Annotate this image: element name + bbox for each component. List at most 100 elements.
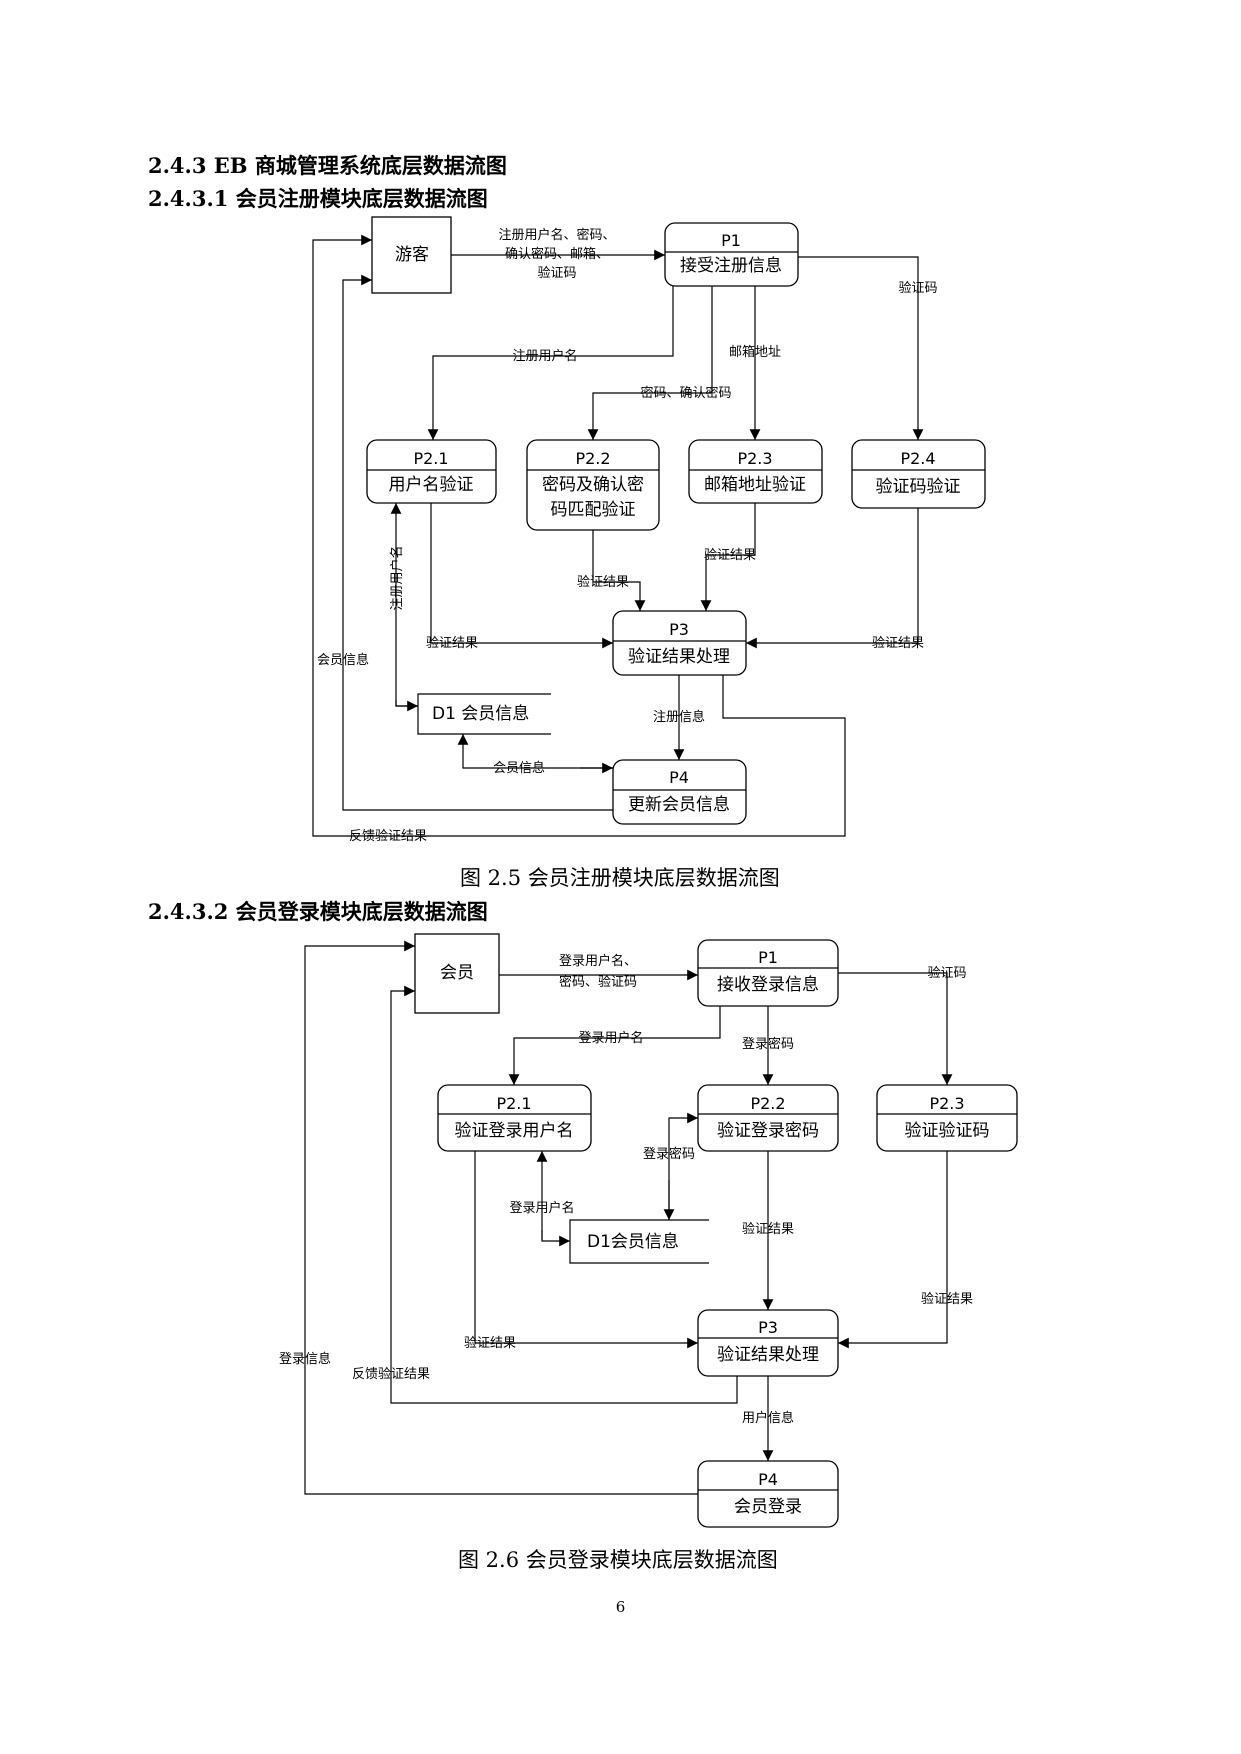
svg-text:验证结果: 验证结果: [704, 547, 756, 563]
svg-text:验证登录用户名: 验证登录用户名: [455, 1121, 574, 1141]
flow-p1-to-p2-3: 邮箱地址: [729, 286, 781, 440]
flow-p2-1-to-p3: 验证结果: [426, 503, 613, 651]
svg-text:验证结果: 验证结果: [577, 574, 629, 590]
flow-p1-to-p2-2: 登录密码: [742, 1006, 794, 1085]
flow-visitor-to-p1: 注册用户名、密码、 确认密码、邮箱、 验证码: [451, 227, 665, 281]
section-heading-2-4-3: 2.4.3 EB 商城管理系统底层数据流图: [148, 153, 507, 178]
entity-member: 会员: [414, 933, 500, 1014]
svg-text:登录用户名、: 登录用户名、: [559, 953, 637, 969]
svg-text:P3: P3: [669, 620, 689, 639]
svg-text:邮箱地址: 邮箱地址: [729, 344, 781, 360]
flow-p2-3-to-p3: 验证结果: [700, 503, 756, 611]
process-p3-result-handling: P3 验证结果处理: [697, 1309, 839, 1377]
diagram-member-login: 会员 P1 接收登录信息 P2.1 验证登录用户名 P2.2 验证登录密码 P2…: [279, 933, 1018, 1528]
svg-text:验证码: 验证码: [898, 280, 937, 296]
svg-text:注册信息: 注册信息: [653, 709, 705, 725]
section-heading-2-4-3-2: 2.4.3.2 会员登录模块底层数据流图: [148, 899, 488, 924]
svg-text:验证结果处理: 验证结果处理: [717, 1345, 819, 1365]
svg-text:D1 会员信息: D1 会员信息: [432, 704, 529, 724]
flow-feedback-to-visitor: 反馈验证结果: [312, 234, 846, 844]
svg-text:P2.1: P2.1: [496, 1094, 531, 1113]
svg-text:P2.2: P2.2: [575, 449, 610, 468]
svg-text:登录密码: 登录密码: [742, 1036, 794, 1052]
svg-text:验证码验证: 验证码验证: [876, 477, 961, 497]
svg-text:验证结果: 验证结果: [464, 1335, 516, 1351]
flow-p4-to-store: 会员信息: [457, 734, 613, 776]
flow-p4-to-visitor: 会员信息: [317, 274, 613, 811]
svg-text:会员: 会员: [440, 963, 474, 983]
process-p2-1-verify-username: P2.1 验证登录用户名: [437, 1084, 592, 1152]
flow-p3-to-p4: 用户信息: [742, 1376, 794, 1461]
flow-p2-4-to-p3: 验证结果: [746, 508, 924, 651]
process-p4-member-login: P4 会员登录: [697, 1460, 839, 1528]
process-p3-result-handling: P3 验证结果处理: [612, 610, 747, 676]
flow-p1-to-p2-1: 注册用户名: [427, 286, 674, 440]
svg-text:P3: P3: [758, 1318, 778, 1337]
svg-text:密码、确认密码: 密码、确认密码: [640, 385, 731, 401]
flow-p4-to-member: 登录信息: [279, 940, 698, 1495]
svg-text:验证结果: 验证结果: [742, 1221, 794, 1237]
svg-text:登录用户名: 登录用户名: [509, 1200, 574, 1216]
flow-p2-3-to-p3: 验证结果: [838, 1151, 973, 1349]
flow-store-p2-2-password: 登录密码: [643, 1112, 698, 1220]
figure-caption-2-6: 图 2.6 会员登录模块底层数据流图: [458, 1548, 778, 1572]
svg-text:P2.3: P2.3: [929, 1094, 964, 1113]
svg-text:注册用户名: 注册用户名: [512, 348, 577, 364]
svg-text:登录信息: 登录信息: [279, 1351, 331, 1367]
flow-p3-to-p4: 注册信息: [653, 675, 705, 760]
datastore-d1-member-info: D1 会员信息: [417, 693, 551, 735]
diagram-member-registration: 游客 P1 接受注册信息 P2.1 用户名验证 P2.2 密码及确认密 码匹配验…: [312, 216, 986, 844]
svg-text:P2.4: P2.4: [900, 449, 935, 468]
process-p2-3-email-validation: P2.3 邮箱地址验证: [688, 439, 823, 504]
process-p1-receive-login: P1 接收登录信息: [697, 939, 839, 1007]
svg-text:P4: P4: [758, 1470, 778, 1489]
svg-text:码匹配验证: 码匹配验证: [551, 500, 636, 520]
datastore-d1-member-info: D1会员信息: [569, 1219, 709, 1264]
process-p2-2-password-match: P2.2 密码及确认密 码匹配验证: [526, 439, 660, 531]
svg-text:验证结果: 验证结果: [872, 635, 924, 651]
flow-p2-2-to-p3: 验证结果: [742, 1151, 794, 1310]
svg-text:验证验证码: 验证验证码: [905, 1121, 990, 1141]
svg-text:验证结果: 验证结果: [426, 635, 478, 651]
flow-p2-1-to-store: [395, 700, 418, 712]
flow-p1-to-p2-3: 验证码: [838, 965, 967, 1085]
flow-p2-1-to-p3: 验证结果: [464, 1151, 698, 1351]
svg-text:邮箱地址验证: 邮箱地址验证: [704, 475, 806, 495]
svg-text:P4: P4: [669, 768, 689, 787]
page-number: 6: [615, 1598, 626, 1616]
svg-text:验证结果: 验证结果: [921, 1291, 973, 1307]
flow-member-to-p1: 登录用户名、 密码、验证码: [499, 953, 698, 990]
flow-feedback-to-member: 反馈验证结果: [352, 985, 738, 1404]
svg-text:注册用户名: 注册用户名: [389, 545, 405, 610]
svg-text:反馈验证结果: 反馈验证结果: [352, 1366, 430, 1382]
svg-text:验证码: 验证码: [537, 265, 576, 281]
flow-p1-to-p2-4: 验证码: [798, 256, 938, 440]
svg-text:登录密码: 登录密码: [643, 1146, 695, 1162]
svg-text:游客: 游客: [395, 245, 429, 265]
svg-text:接收登录信息: 接收登录信息: [717, 975, 819, 995]
svg-text:密码、验证码: 密码、验证码: [559, 974, 637, 990]
svg-text:密码及确认密: 密码及确认密: [542, 475, 644, 495]
svg-text:会员登录: 会员登录: [734, 1497, 802, 1517]
entity-visitor: 游客: [371, 216, 452, 294]
svg-text:更新会员信息: 更新会员信息: [628, 795, 730, 815]
svg-text:注册用户名、密码、: 注册用户名、密码、: [498, 227, 615, 243]
svg-text:会员信息: 会员信息: [493, 760, 545, 776]
section-heading-2-4-3-1: 2.4.3.1 会员注册模块底层数据流图: [148, 186, 488, 211]
svg-text:P1: P1: [721, 231, 741, 250]
process-p2-3-verify-captcha: P2.3 验证验证码: [876, 1084, 1018, 1152]
flow-p1-to-p2-1: 登录用户名: [508, 1006, 721, 1085]
svg-text:验证登录密码: 验证登录密码: [717, 1121, 819, 1141]
svg-text:P2.2: P2.2: [750, 1094, 785, 1113]
flow-store-to-p2-1: 注册用户名: [389, 502, 418, 707]
svg-text:用户名验证: 用户名验证: [389, 475, 474, 495]
flow-p1-to-p2-2: 密码、确认密码: [587, 286, 732, 440]
svg-text:验证结果处理: 验证结果处理: [628, 647, 730, 667]
flow-p2-2-to-p3: 验证结果: [577, 530, 646, 611]
flow-store-p2-1-username: 登录用户名: [509, 1151, 575, 1247]
svg-text:反馈验证结果: 反馈验证结果: [349, 828, 427, 844]
process-p2-1-username-validation: P2.1 用户名验证: [366, 439, 497, 504]
svg-text:P2.3: P2.3: [737, 449, 772, 468]
svg-text:验证码: 验证码: [927, 965, 966, 981]
svg-text:接受注册信息: 接受注册信息: [680, 256, 782, 276]
